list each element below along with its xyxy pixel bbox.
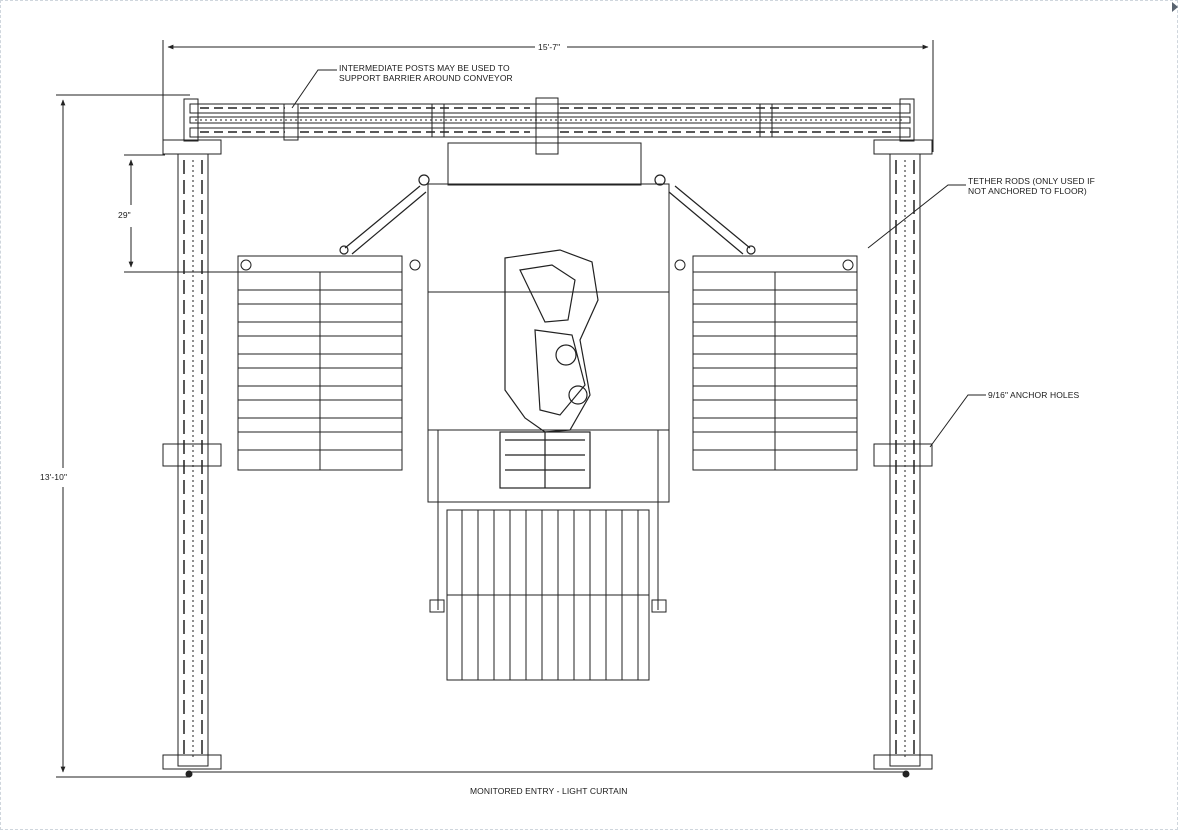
left-pallet	[237, 255, 421, 471]
intermediate-posts-note-line1: INTERMEDIATE POSTS MAY BE USED TO	[339, 63, 510, 73]
right-pallet	[674, 255, 858, 471]
tether-rods	[339, 174, 756, 255]
anchor-holes-note: 9/16" ANCHOR HOLES	[988, 390, 1080, 400]
tether-rods-note-line1: TETHER RODS (ONLY USED IF	[968, 176, 1095, 186]
robot-base-frame	[427, 142, 670, 613]
left-barrier-post	[162, 139, 222, 778]
intermediate-posts-note-line2: SUPPORT BARRIER AROUND CONVEYOR	[339, 73, 513, 83]
tether-rods-note-line2: NOT ANCHORED TO FLOOR)	[968, 186, 1087, 196]
overall-width-label: 15'-7"	[536, 42, 563, 52]
infeed-conveyor	[446, 509, 650, 681]
top-barrier-rail	[183, 97, 915, 155]
monitored-entry-note: MONITORED ENTRY - LIGHT CURTAIN	[470, 786, 628, 796]
overall-depth-label: 13'-10"	[40, 472, 68, 482]
overall-width-dimension	[162, 40, 934, 152]
post-spacing-label: 29"	[118, 210, 131, 220]
page-corner-marker	[1172, 2, 1178, 12]
overall-depth-dimension	[56, 94, 190, 778]
leader-lines	[291, 69, 986, 448]
robot-arm	[499, 249, 599, 489]
right-barrier-post	[873, 139, 933, 778]
post-spacing-dimension	[124, 154, 240, 273]
